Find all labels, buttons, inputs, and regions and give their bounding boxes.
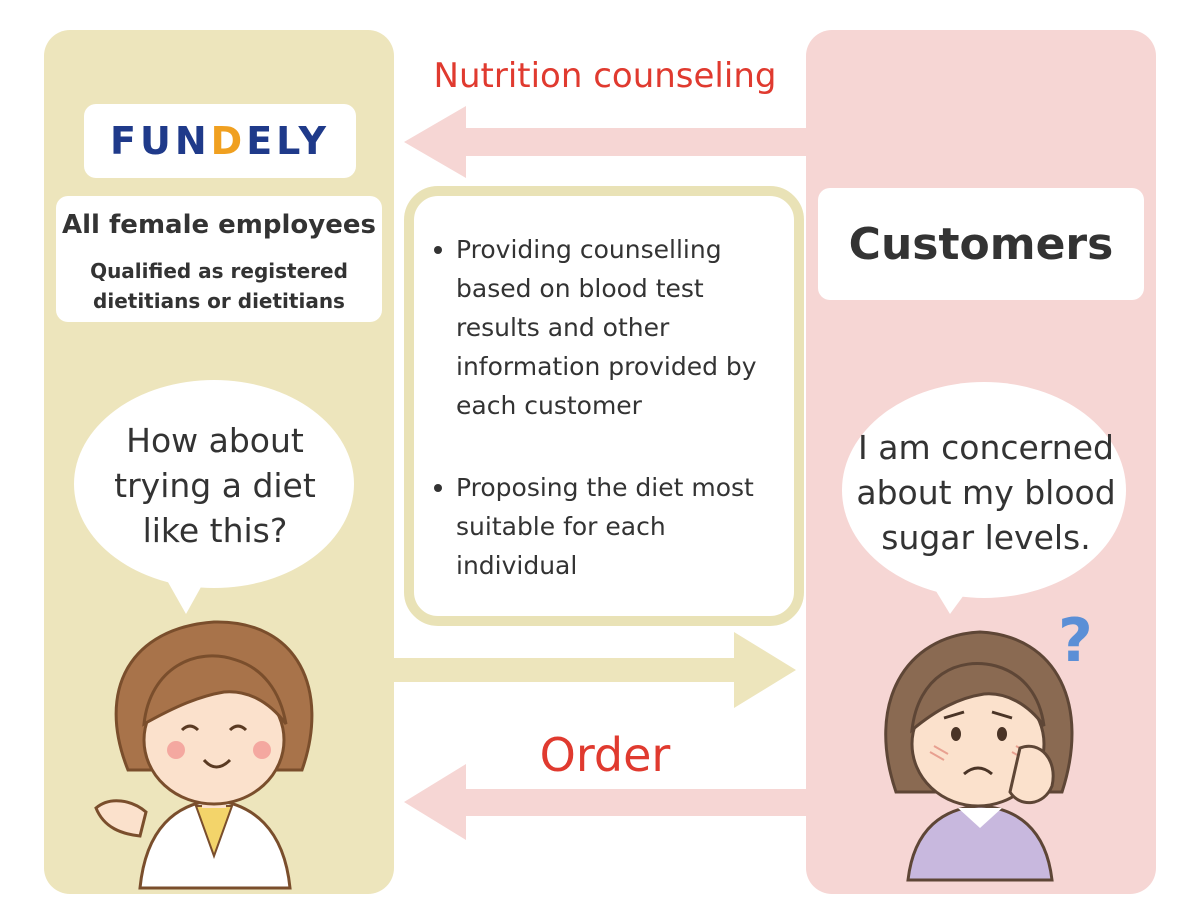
service-bullet-2: Proposing the diet most suitable for eac… bbox=[434, 468, 774, 585]
dietitian-speech-line-1: How about bbox=[126, 421, 304, 460]
nutrition-counseling-arrow bbox=[404, 106, 806, 178]
customers-box: Customers bbox=[818, 188, 1144, 300]
staff-qualification-line-1: Qualified as registered bbox=[90, 259, 348, 283]
service-bullet-1-text: Providing counselling based on blood tes… bbox=[456, 235, 757, 420]
customer-speech-text: I am concerned about my blood sugar leve… bbox=[846, 425, 1126, 560]
staff-info-box: All female employees Qualified as regist… bbox=[56, 196, 382, 322]
logo-part-2: ELY bbox=[246, 119, 330, 163]
dietitian-speech-line-3: like this? bbox=[142, 511, 288, 550]
staff-qualification-line-2: dietitians or dietitians bbox=[93, 289, 345, 313]
customer-illustration-icon bbox=[884, 630, 1074, 882]
question-mark-icon: ? bbox=[1058, 606, 1093, 676]
staff-title: All female employees bbox=[62, 210, 376, 240]
staff-qualification: Qualified as registered dietitians or di… bbox=[56, 256, 382, 316]
customers-label: Customers bbox=[848, 218, 1114, 270]
service-bullet-2-text: Proposing the diet most suitable for eac… bbox=[456, 473, 754, 580]
order-arrow bbox=[404, 764, 806, 840]
logo-wordmark: FUNDELY bbox=[110, 119, 330, 163]
nutrition-counseling-label: Nutrition counseling bbox=[433, 56, 777, 96]
customer-speech-line-2: about my blood bbox=[856, 473, 1116, 512]
dietitian-speech-bubble bbox=[74, 380, 354, 614]
customer-speech-line-1: I am concerned bbox=[858, 428, 1114, 467]
customer-speech-bubble bbox=[842, 382, 1126, 614]
service-bullet-1: Providing counselling based on blood tes… bbox=[434, 230, 774, 425]
bullet-dot-icon bbox=[434, 246, 442, 254]
dietitian-speech-line-2: trying a diet bbox=[114, 466, 316, 505]
company-logo: FUNDELY bbox=[84, 104, 356, 178]
bullet-dot-icon bbox=[434, 484, 442, 492]
order-label: Order bbox=[539, 728, 671, 782]
dietitian-speech-text: How about trying a diet like this? bbox=[90, 418, 340, 553]
logo-part-1: FUN bbox=[110, 119, 211, 163]
service-info-box: Providing counselling based on blood tes… bbox=[404, 186, 804, 626]
customer-speech-line-3: sugar levels. bbox=[881, 518, 1091, 557]
logo-part-accent: D bbox=[210, 119, 247, 163]
dietitian-illustration-icon bbox=[94, 620, 314, 890]
service-arrow bbox=[394, 632, 796, 708]
